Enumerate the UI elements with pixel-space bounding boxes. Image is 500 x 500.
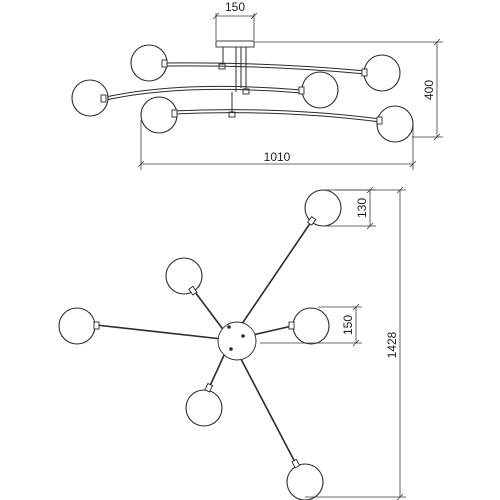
side-width-dimension: 1010 xyxy=(137,120,417,170)
top-globe xyxy=(292,307,330,345)
side-arms xyxy=(100,62,382,123)
side-view: 150 xyxy=(71,0,443,170)
side-height-label: 400 xyxy=(422,80,436,100)
top-length-label: 1428 xyxy=(385,331,399,358)
top-globe xyxy=(165,257,203,295)
top-view: 130 1428 150 xyxy=(58,186,406,500)
canopy-width-dimension: 150 xyxy=(212,0,258,40)
top-canopy xyxy=(217,321,257,361)
side-globe xyxy=(301,71,339,109)
top-arms xyxy=(95,218,314,467)
side-width-label: 1010 xyxy=(264,150,291,164)
top-globe xyxy=(286,463,324,500)
side-globes xyxy=(71,44,414,143)
side-height-dimension: 400 xyxy=(254,38,443,141)
side-canopy xyxy=(215,40,255,118)
top-globe xyxy=(304,189,342,227)
globe-diameter-label: 130 xyxy=(355,198,369,218)
globe-spacing-dimension: 150 xyxy=(260,303,362,347)
top-globe xyxy=(185,389,223,427)
side-globe xyxy=(363,54,401,92)
top-length-dimension: 1428 xyxy=(305,186,406,500)
top-globes xyxy=(58,189,342,500)
side-globe xyxy=(71,79,109,117)
top-globe xyxy=(58,307,96,345)
globe-spacing-label: 150 xyxy=(341,315,355,335)
canopy-width-label: 150 xyxy=(225,0,245,14)
